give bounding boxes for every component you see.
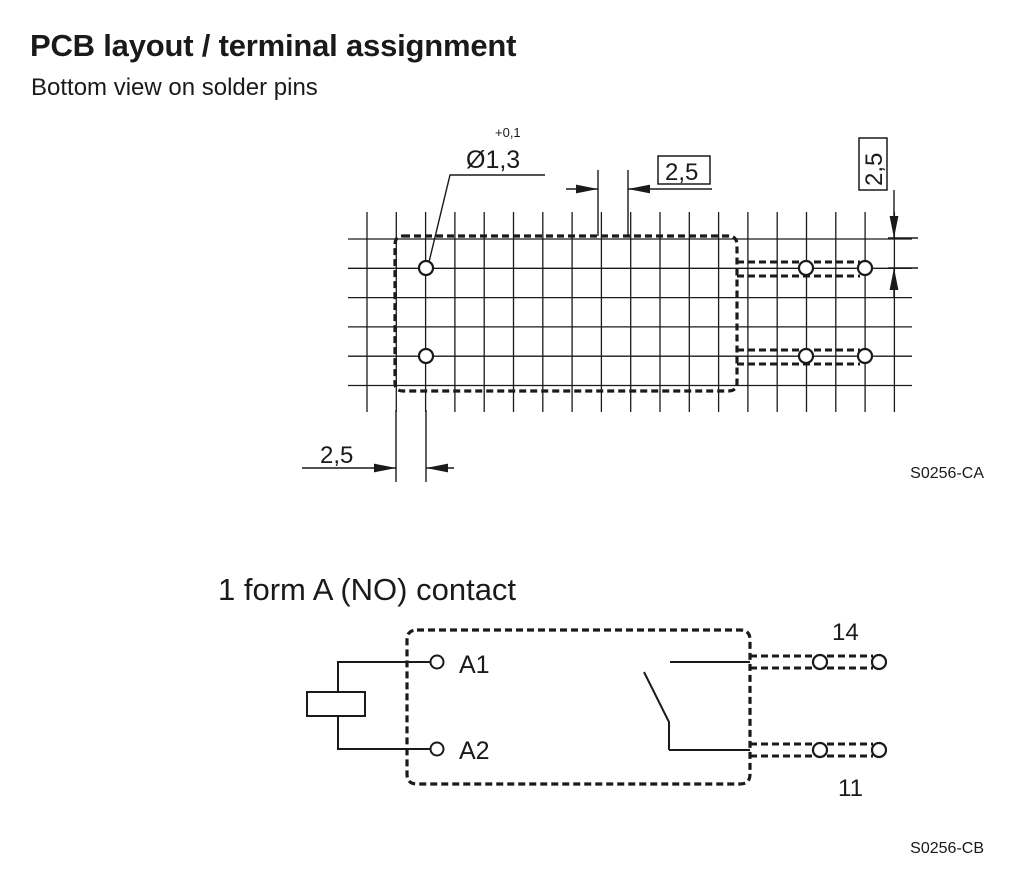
terminal-11-label: 11 [838,775,863,802]
edge-offset-dimension [302,410,454,482]
pcb-grid [348,212,912,412]
terminal-a1-label: A1 [459,651,490,679]
pin-11-inner [811,741,829,759]
relay-outline-dashed [393,234,739,393]
horizontal-pitch-dimension [566,170,712,236]
vertical-pitch-dimension [888,190,918,298]
contact-schematic: 1 form A (NO) contact A1 A2 [218,572,984,857]
hole-tolerance-label: +0,1 [495,125,521,140]
page-title: PCB layout / terminal assignment [30,28,517,63]
horizontal-pitch-label: 2,5 [665,159,698,186]
schematic-housing-dashed [405,628,752,786]
pcb-terminal-extensions [737,260,860,366]
coil [306,661,430,750]
hole-coil-a1 [417,259,435,277]
pin-14-inner [811,653,829,671]
pin-11-outer [870,741,888,759]
vertical-pitch-label: 2,5 [861,153,888,186]
solder-holes [417,259,874,365]
hole-contact-14-inner [797,259,815,277]
pcb-layout-drawing: +0,1 Ø1,3 2,5 2,5 2,5 S0256-CA [302,125,984,482]
terminal-a2-circle [429,741,445,757]
page-subtitle: Bottom view on solder pins [31,74,318,101]
schematic-terminal-pins [811,653,888,759]
hole-contact-11-inner [797,347,815,365]
switch-contact [643,661,750,751]
horizontal-pitch-box [657,155,711,185]
moving-contact-arm [643,671,670,750]
pcb-figure-code: S0256-CA [910,465,984,482]
hole-diameter-label: Ø1,3 [466,146,520,174]
terminal-a2-label: A2 [459,737,490,765]
hole-diameter-leader [428,174,545,263]
hole-contact-14-outer [856,259,874,277]
terminal-a1-circle [429,654,445,670]
coil-symbol [306,691,366,717]
edge-offset-label: 2,5 [320,442,353,469]
vertical-pitch-box [858,137,888,191]
hole-coil-a2 [417,347,435,365]
schematic-terminal-extensions [750,654,873,758]
hole-contact-11-outer [856,347,874,365]
schematic-title: 1 form A (NO) contact [218,572,516,607]
pin-14-outer [870,653,888,671]
schematic-figure-code: S0256-CB [910,840,984,857]
terminal-14-label: 14 [832,619,859,646]
